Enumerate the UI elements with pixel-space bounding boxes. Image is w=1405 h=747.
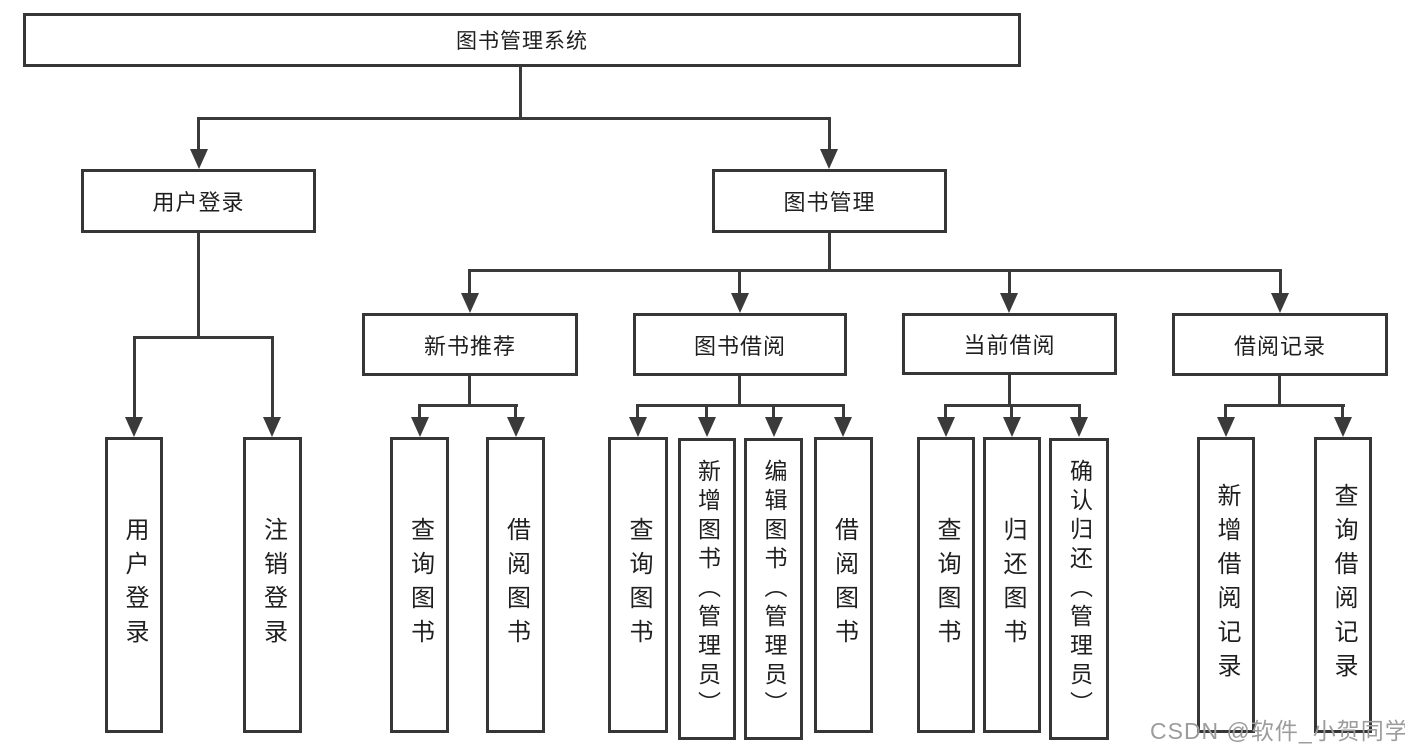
leaf-query-book-3: 查询图书	[917, 437, 975, 733]
connector-newbook-stub	[468, 376, 471, 407]
leaf-edit-book-admin: 编辑图书（管理员）	[744, 438, 803, 740]
node-borrowing-records: 借阅记录	[1172, 313, 1388, 376]
leaf-borrow-book-2: 借阅图书	[814, 437, 873, 733]
connector-arm	[705, 404, 708, 417]
connector-bookmgmt-hline	[468, 269, 1282, 272]
connector-arm-leaf-login	[133, 336, 136, 417]
leaf-query-book-2: 查询图书	[608, 437, 668, 733]
connector-userlogin-stub	[197, 233, 200, 337]
connector-arm-user-login	[197, 117, 200, 149]
arrowhead-add-record	[1217, 417, 1235, 437]
connector-arm-borrow-record	[1279, 269, 1282, 293]
arrowhead-user-login	[190, 149, 208, 169]
arrowhead-query-book-2	[629, 417, 647, 437]
leaf-borrow-book-1: 借阅图书	[486, 437, 545, 733]
connector-borrowrecord-stub	[1278, 376, 1281, 407]
leaf-add-book-admin: 新增图书（管理员）	[678, 438, 736, 740]
arrowhead-leaf-logout	[263, 417, 281, 437]
connector-arm	[944, 404, 947, 417]
arrowhead-borrow-record	[1271, 293, 1289, 313]
connector-arm	[1078, 404, 1081, 417]
connector-root-stub	[519, 66, 522, 118]
arrowhead-book-borrow	[731, 293, 749, 313]
connector-borrowrecord-hline	[1224, 404, 1345, 407]
connector-arm	[842, 404, 845, 417]
arrowhead-borrow-book-2	[834, 417, 852, 437]
connector-arm	[418, 404, 421, 417]
connector-bookmgmt-stub	[828, 233, 831, 270]
arrowhead-new-book	[461, 293, 479, 313]
connector-arm-current-borrow	[1008, 269, 1011, 293]
node-user-login: 用户登录	[81, 169, 316, 233]
arrowhead-return-book	[1003, 417, 1021, 437]
node-new-book-recommend: 新书推荐	[362, 313, 578, 376]
node-root-library-system: 图书管理系统	[23, 13, 1021, 67]
leaf-user-login: 用户登录	[105, 437, 163, 733]
leaf-return-book: 归还图书	[983, 437, 1041, 733]
arrowhead-query-book-1	[411, 417, 429, 437]
connector-arm	[514, 404, 517, 417]
connector-arm	[1010, 404, 1013, 417]
node-current-borrowing: 当前借阅	[902, 313, 1117, 375]
arrowhead-confirm-return	[1070, 417, 1088, 437]
node-book-management: 图书管理	[712, 169, 947, 233]
connector-arm	[1224, 404, 1227, 417]
connector-arm	[772, 404, 775, 417]
arrowhead-add-book	[698, 417, 716, 437]
connector-arm-leaf-logout	[271, 336, 274, 417]
connector-bookborrow-stub	[738, 376, 741, 407]
arrowhead-query-record	[1334, 417, 1352, 437]
connector-bookborrow-hline	[636, 404, 844, 407]
leaf-confirm-return-admin: 确认归还（管理员）	[1049, 438, 1109, 740]
arrowhead-current-borrow	[1000, 293, 1018, 313]
connector-arm	[636, 404, 639, 417]
connector-arm-book-borrow	[738, 269, 741, 293]
leaf-query-borrow-record: 查询借阅记录	[1314, 437, 1372, 733]
node-book-borrowing: 图书借阅	[633, 313, 847, 376]
arrowhead-leaf-login	[125, 417, 143, 437]
connector-arm-book-mgmt	[828, 117, 831, 149]
connector-root-hline	[197, 117, 831, 120]
leaf-query-book-1: 查询图书	[390, 437, 449, 733]
leaf-add-borrow-record: 新增借阅记录	[1197, 437, 1255, 733]
connector-userlogin-hline	[133, 336, 274, 339]
connector-arm	[1341, 404, 1344, 417]
arrowhead-borrow-book-1	[507, 417, 525, 437]
arrowhead-edit-book	[765, 417, 783, 437]
arrowhead-book-mgmt	[820, 149, 838, 169]
leaf-logout: 注销登录	[243, 437, 302, 733]
connector-currentborrow-stub	[1008, 375, 1011, 407]
connector-newbook-hline	[418, 404, 518, 407]
arrowhead-query-book-3	[937, 417, 955, 437]
csdn-watermark: CSDN @软件_小贺同学	[1150, 718, 1405, 744]
connector-arm-new-book	[468, 269, 471, 293]
